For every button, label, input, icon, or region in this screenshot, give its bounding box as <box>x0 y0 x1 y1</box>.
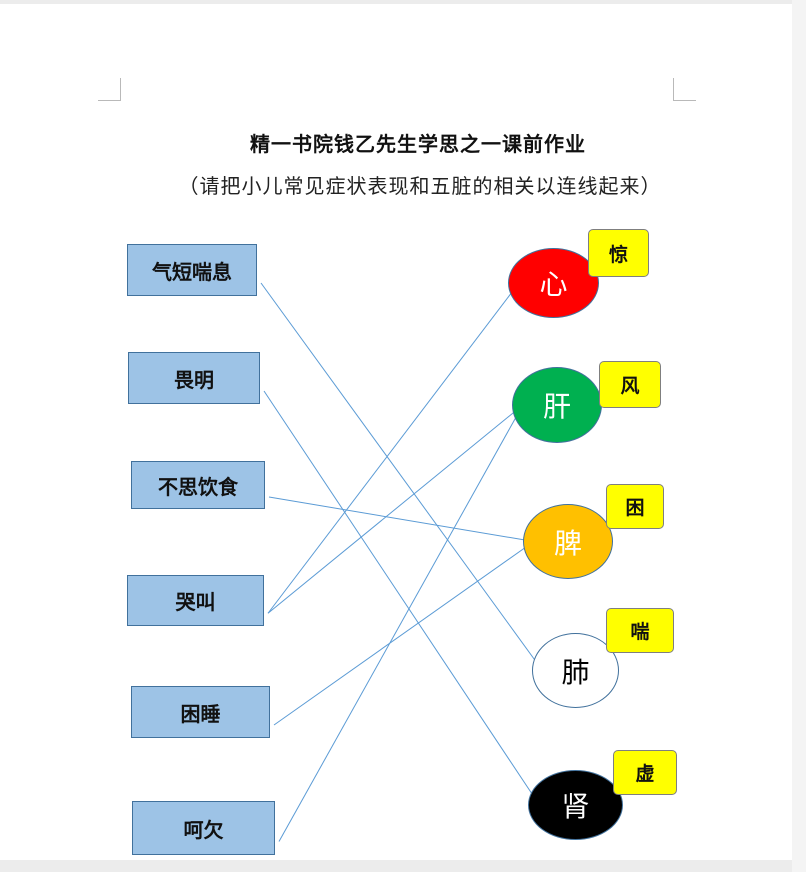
organ-label: 肺 <box>561 655 590 689</box>
symptom-label: 气短喘息 <box>152 259 232 284</box>
symptom-box-photophobia: 畏明 <box>128 352 260 404</box>
symptom-label: 困睡 <box>180 701 221 726</box>
organ-label: 脾 <box>553 526 582 560</box>
symptom-box-shortness-of-breath: 气短喘息 <box>127 244 257 296</box>
tag-label: 困 <box>625 497 645 519</box>
tag-label: 喘 <box>630 621 650 643</box>
symptom-box-sleepiness: 困睡 <box>131 686 270 738</box>
symptom-box-no-appetite: 不思饮食 <box>131 461 265 509</box>
tag-wind: 风 <box>599 361 661 408</box>
tag-label: 风 <box>620 375 640 397</box>
connection-line-s4-o2 <box>267 404 524 614</box>
connection-lines <box>260 282 543 842</box>
connection-line-s5-o3 <box>273 541 535 726</box>
organ-label: 心 <box>539 268 568 301</box>
symptom-box-yawning: 呵欠 <box>132 801 275 855</box>
organ-label: 肾 <box>561 790 590 823</box>
document-page: 精一书院钱乙先生学思之一课前作业 （请把小儿常见症状表现和五脏的相关以连线起来）… <box>0 4 792 860</box>
organ-liver: 肝 <box>512 367 602 443</box>
tag-deficiency: 虚 <box>613 750 677 795</box>
symptom-label: 呵欠 <box>183 817 224 842</box>
organ-spleen: 脾 <box>523 504 613 579</box>
tag-wheeze: 喘 <box>606 608 674 653</box>
organ-lung: 肺 <box>532 633 619 708</box>
symptom-label: 哭叫 <box>175 590 216 614</box>
symptom-label: 不思饮食 <box>158 474 238 499</box>
tag-label: 惊 <box>608 243 628 266</box>
scrollbar-track[interactable] <box>792 0 806 872</box>
margin-mark-top-right <box>673 78 696 101</box>
organ-heart: 心 <box>508 248 599 318</box>
margin-mark-top-left <box>98 78 121 101</box>
tag-fatigue: 困 <box>606 484 664 529</box>
symptom-box-crying: 哭叫 <box>127 575 264 626</box>
tag-fright: 惊 <box>588 229 649 277</box>
tag-label: 虚 <box>635 763 655 785</box>
connection-line-s3-o3 <box>268 496 534 542</box>
symptom-label: 畏明 <box>174 367 214 392</box>
organ-kidney: 肾 <box>528 770 623 840</box>
document-title: 精一书院钱乙先生学思之一课前作业 <box>250 132 586 156</box>
connection-line-s6-o2 <box>278 404 524 842</box>
connection-line-s2-o5 <box>263 390 540 806</box>
document-subtitle: （请把小儿常见症状表现和五脏的相关以连线起来） <box>178 174 662 198</box>
connection-line-s1-o4 <box>260 282 543 671</box>
connection-line-s4-o1 <box>267 282 520 614</box>
organ-label: 肝 <box>542 390 571 423</box>
